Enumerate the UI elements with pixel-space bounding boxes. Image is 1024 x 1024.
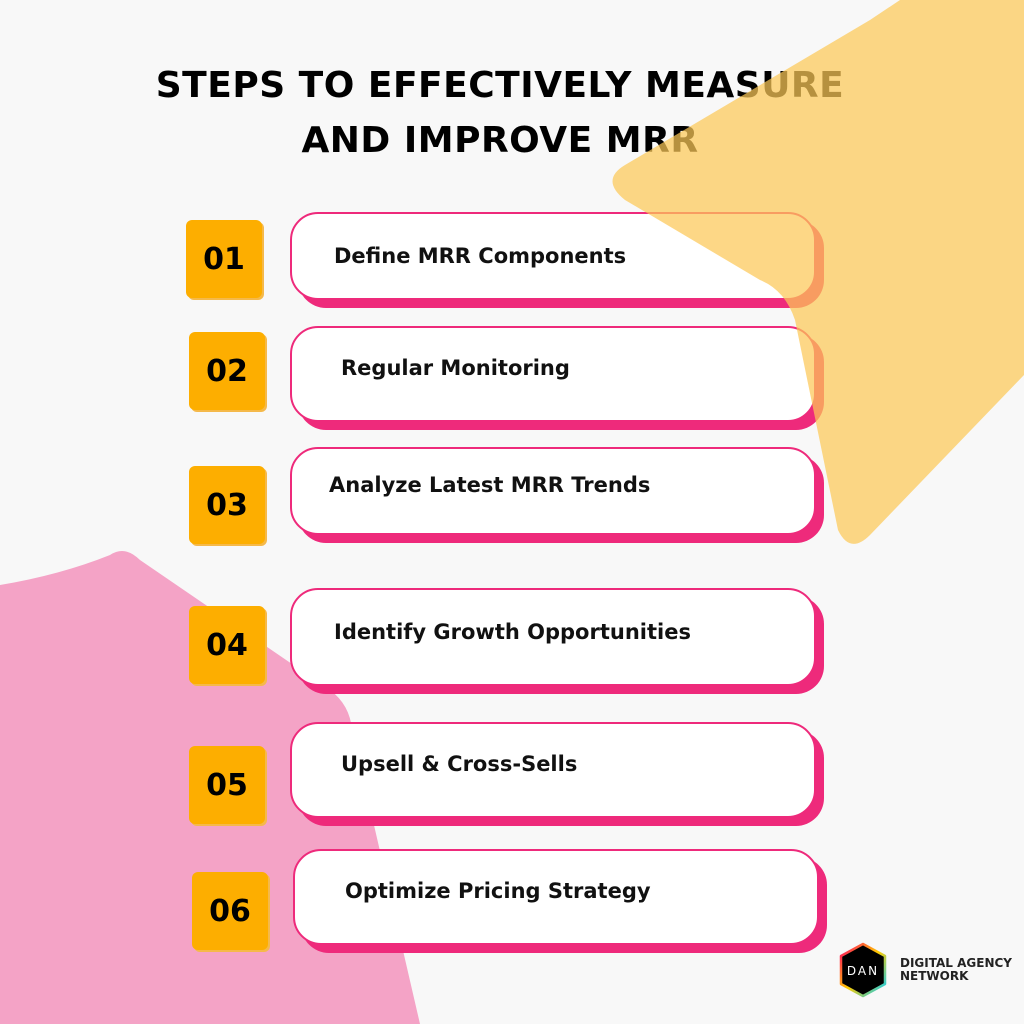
step-card: Identify Growth Opportunities [290,588,816,686]
step-card: Analyze Latest MRR Trends [290,447,816,535]
step-label: Analyze Latest MRR Trends [329,473,651,497]
step-card: Define MRR Components [290,212,816,300]
step-label: Upsell & Cross-Sells [341,752,578,776]
logo-text-line1: DIGITAL AGENCY [900,956,1012,970]
step-number-badge: 06 [192,872,268,950]
step-card: Optimize Pricing Strategy [293,849,819,945]
step-card: Upsell & Cross-Sells [290,722,816,818]
step-number-badge: 02 [189,332,265,410]
step-label: Regular Monitoring [341,356,570,380]
step-number-badge: 04 [189,606,265,684]
step-number-badge: 05 [189,746,265,824]
step-label: Optimize Pricing Strategy [345,879,651,903]
step-number-badge: 01 [186,220,262,298]
logo-text-line2: NETWORK [900,969,969,983]
dan-hexagon-logo-icon: DAN [839,942,887,998]
step-number-badge: 03 [189,466,265,544]
step-card: Regular Monitoring [290,326,816,422]
svg-text:DAN: DAN [847,964,879,978]
step-label: Define MRR Components [334,244,627,268]
step-label: Identify Growth Opportunities [334,620,691,644]
